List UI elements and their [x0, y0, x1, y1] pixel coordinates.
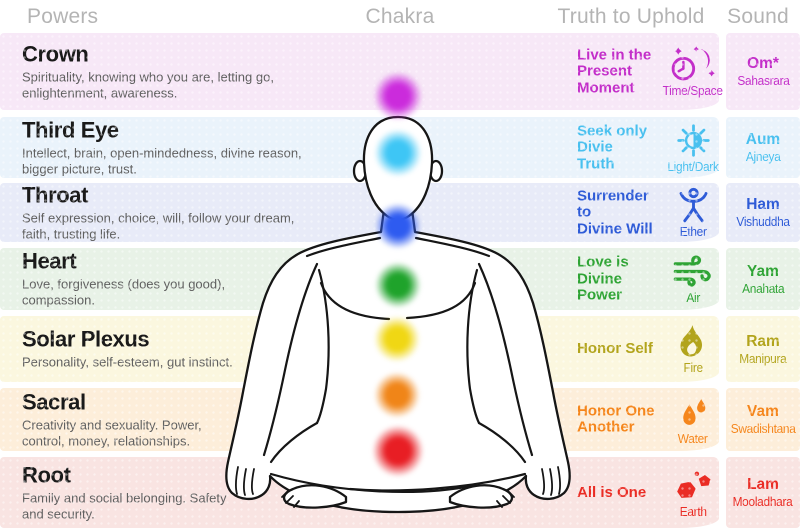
chakra-description: Family and social belonging. Safety and … [22, 490, 227, 521]
element-label: Water [678, 431, 708, 446]
sound-sanskrit: Sahasrara [736, 74, 790, 88]
sound-cell: Lam Mooladhara [726, 457, 800, 528]
chakra-description: Creativity and sexuality. Power, control… [22, 417, 202, 448]
chakra-name: Solar Plexus [22, 326, 150, 352]
chakra-row-crown: Crown Spirituality, knowing who you are,… [0, 33, 800, 110]
chakra-name: Sacral [22, 389, 86, 414]
truth-text: Surrender to Divine Will [577, 186, 653, 237]
element-label: Air [686, 291, 700, 305]
chakra-dot-throat [366, 194, 430, 258]
chakra-dot-root [362, 415, 434, 487]
chakra-description: Self expression, choice, will, follow yo… [22, 210, 295, 241]
sound-name: Om* [747, 55, 779, 72]
powers-cell: Crown Spirituality, knowing who you are,… [22, 42, 352, 101]
element-cell: Earth [659, 467, 727, 519]
row-band: Solar Plexus Personality, self-esteem, g… [0, 316, 719, 382]
sound-name: Ram [746, 332, 780, 350]
light-dark-icon [675, 122, 712, 159]
time-space-icon [669, 46, 716, 83]
truth-text: Honor Self [577, 339, 653, 357]
chakra-dot-third-eye [365, 120, 431, 186]
column-header-sound: Sound [727, 5, 789, 28]
sound-sanskrit: Swadishtana [730, 422, 796, 436]
water-icon [675, 394, 712, 431]
sound-cell: Om* Sahasrara [726, 33, 800, 110]
sound-cell: Vam Swadishtana [726, 388, 800, 451]
sound-name: Lam [747, 476, 779, 493]
chakra-name: Third Eye [22, 117, 119, 142]
powers-cell: Sacral Creativity and sexuality. Power, … [22, 390, 352, 449]
column-header-powers: Powers [27, 5, 99, 28]
element-label: Fire [683, 361, 703, 375]
chakra-description: Intellect, brain, open-mindedness, divin… [22, 145, 302, 176]
chakra-description: Spirituality, knowing who you are, letti… [22, 69, 274, 100]
sound-sanskrit: Anahata [741, 281, 785, 296]
sound-name: Ham [746, 196, 780, 213]
sound-cell: Yam Anahata [726, 248, 800, 310]
powers-cell: Throat Self expression, choice, will, fo… [22, 183, 352, 242]
element-cell: Light/Dark [659, 122, 727, 174]
sound-name: Vam [747, 403, 779, 420]
element-label: Ether [679, 224, 707, 239]
chakra-dot-solar [365, 307, 429, 371]
truth-text: Love is Divine Power [577, 253, 629, 304]
powers-cell: Solar Plexus Personality, self-esteem, g… [22, 326, 352, 371]
chakra-row-third-eye: Third Eye Intellect, brain, open-mindedn… [0, 117, 800, 178]
row-band: Root Family and social belonging. Safety… [0, 457, 719, 528]
chakra-description: Love, forgiveness (does you good), compa… [22, 276, 226, 308]
chakra-dot-crown [364, 62, 432, 130]
row-band: Crown Spirituality, knowing who you are,… [0, 33, 723, 110]
element-cell: Time/Space [659, 46, 727, 98]
sound-sanskrit: Vishuddha [736, 215, 790, 229]
chakra-description: Personality, self-esteem, gut instinct. [22, 354, 233, 370]
truth-text: Live in the Present Moment [577, 45, 652, 96]
column-header-truth: Truth to Uphold [557, 5, 705, 28]
truth-text: All is One [577, 483, 647, 501]
chakra-dot-heart [366, 253, 430, 317]
row-band: Third Eye Intellect, brain, open-mindedn… [0, 117, 719, 178]
powers-cell: Root Family and social belonging. Safety… [22, 463, 352, 522]
element-label: Time/Space [662, 83, 724, 98]
powers-cell: Heart Love, forgiveness (does you good),… [22, 248, 352, 309]
chakra-name: Throat [22, 182, 89, 207]
sound-cell: Ram Manipura [726, 316, 800, 382]
earth-icon [671, 467, 715, 504]
element-cell: Fire [659, 323, 727, 375]
element-label: Earth [679, 504, 707, 519]
air-icon [671, 253, 715, 290]
powers-cell: Third Eye Intellect, brain, open-mindedn… [22, 118, 352, 177]
row-band: Sacral Creativity and sexuality. Power, … [0, 388, 719, 451]
element-cell: Water [659, 394, 727, 446]
truth-text: Honor One Another [577, 402, 655, 436]
sound-name: Yam [747, 262, 779, 280]
element-label: Light/Dark [667, 159, 719, 174]
ether-icon [675, 187, 712, 224]
chakra-name: Root [22, 462, 71, 487]
sound-name: Aum [745, 131, 781, 148]
row-band: Heart Love, forgiveness (does you good),… [0, 248, 719, 310]
fire-icon [673, 323, 712, 360]
element-cell: Air [659, 253, 727, 305]
chakra-name: Heart [22, 248, 77, 274]
truth-text: Seek only Divie Truth [577, 121, 648, 172]
sound-sanskrit: Manipura [739, 351, 787, 366]
element-cell: Ether [659, 187, 727, 239]
row-band: Throat Self expression, choice, will, fo… [0, 183, 719, 242]
sound-cell: Ham Vishuddha [726, 183, 800, 242]
sound-cell: Aum Ajneya [726, 117, 800, 178]
chakra-name: Crown [22, 41, 89, 66]
sound-sanskrit: Mooladhara [733, 495, 793, 509]
sound-sanskrit: Ajneya [745, 150, 781, 164]
column-header-chakra: Chakra [365, 5, 435, 28]
